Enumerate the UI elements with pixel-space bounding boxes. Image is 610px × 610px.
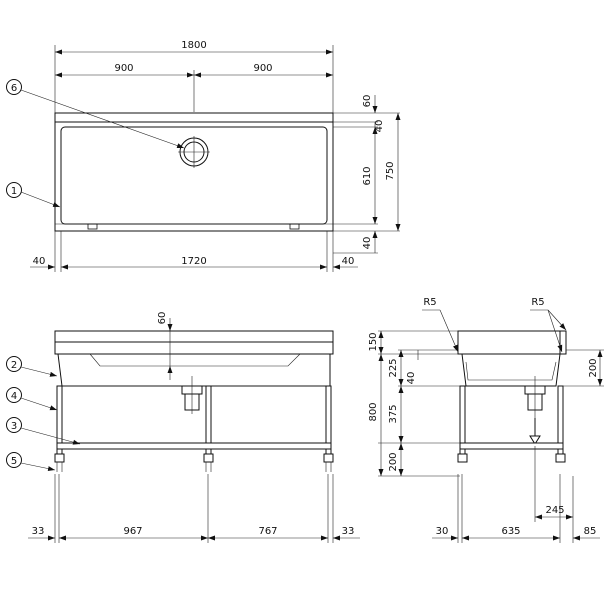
callout-2: 2 — [11, 360, 17, 371]
callout-5: 5 — [11, 456, 17, 467]
side-dim-depth: 635 — [501, 526, 520, 537]
front-dim-backsplash: 60 — [157, 312, 168, 325]
side-dim-bowl-height: 225 — [388, 358, 399, 377]
callout-4: 4 — [11, 391, 17, 402]
dim-half-right: 900 — [253, 63, 272, 74]
dim-rim-bottom: 40 — [362, 237, 373, 250]
dim-side-left: 40 — [33, 256, 46, 267]
dim-half-left: 900 — [114, 63, 133, 74]
side-dim-drain-from-back: 245 — [545, 505, 564, 516]
dim-backsplash: 60 — [362, 95, 373, 108]
side-view: 150 800 225 40 375 200 200 R5 R5 245 30 … — [368, 297, 604, 543]
side-dim-top-height: 150 — [368, 332, 379, 351]
top-view: 1800 900 900 60 40 610 — [6, 40, 401, 272]
front-dim-left-span: 967 — [123, 526, 142, 537]
front-dim-edge-right: 33 — [342, 526, 355, 537]
dim-rim-top: 40 — [374, 120, 385, 133]
side-dim-upper-leg: 375 — [388, 404, 399, 423]
side-dim-overall-height: 800 — [368, 402, 379, 421]
side-dim-back: 85 — [584, 526, 597, 537]
dim-inner-width: 1720 — [181, 256, 206, 267]
callout-1: 1 — [11, 186, 17, 197]
side-dim-shelf-height: 200 — [388, 452, 399, 471]
side-radius-right: R5 — [531, 297, 544, 308]
side-radius-left: R5 — [423, 297, 436, 308]
callout-3: 3 — [11, 421, 17, 432]
side-dim-front: 30 — [436, 526, 449, 537]
front-dim-edge-left: 33 — [32, 526, 45, 537]
dim-overall-width: 1800 — [181, 40, 206, 51]
dim-bowl-depth: 610 — [362, 166, 373, 185]
callout-6: 6 — [11, 83, 17, 94]
front-dim-right-span: 767 — [258, 526, 277, 537]
front-view: 60 33 967 767 33 2 4 — [6, 312, 360, 543]
dim-overall-depth: 750 — [385, 161, 396, 180]
side-dim-backsplash-total: 200 — [588, 358, 599, 377]
dim-side-right: 40 — [342, 256, 355, 267]
side-dim-drain-offset: 40 — [406, 372, 417, 385]
